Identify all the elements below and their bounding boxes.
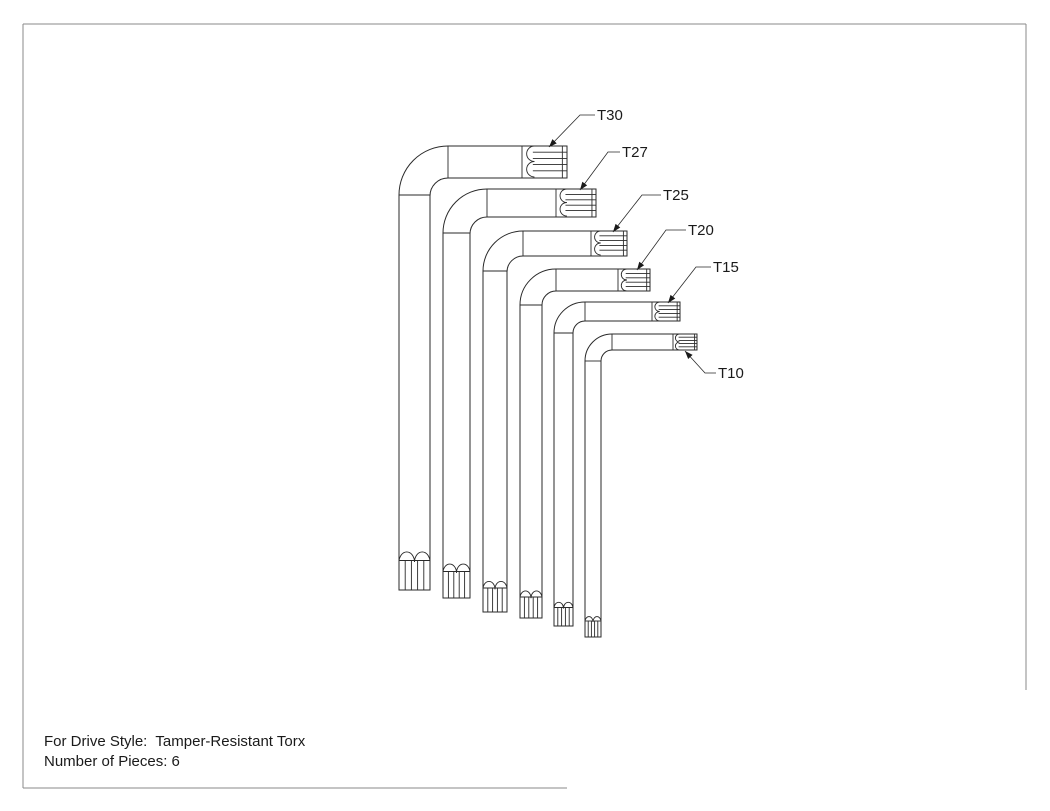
torx-lobe: [563, 601, 574, 609]
hex-key-set: [398, 145, 698, 638]
drawing-frame: [22, 23, 1027, 789]
torx-lobe: [559, 202, 567, 217]
torx-lobe: [526, 161, 535, 178]
hex-key-t20: [519, 268, 651, 619]
callout-arrowhead: [580, 181, 588, 190]
size-label-t15: T15: [713, 259, 739, 276]
torx-lobe: [530, 590, 543, 599]
size-label-t10: T10: [718, 365, 744, 382]
hex-key-body: [584, 333, 698, 638]
long-arm-torx-tip: [584, 616, 602, 637]
long-arm-torx-tip: [398, 551, 431, 590]
short-arm-torx-tip: [590, 230, 627, 256]
hex-key-t25: [482, 230, 628, 613]
torx-lobe: [414, 551, 431, 563]
hex-key-t10: [584, 333, 698, 638]
hex-key-t15: [553, 301, 681, 627]
torx-lobe: [594, 230, 601, 244]
size-label-t27: T27: [622, 144, 648, 161]
torx-lobe: [398, 551, 415, 563]
torx-lobe: [519, 590, 532, 599]
size-label-t25: T25: [663, 187, 689, 204]
torx-lobe: [654, 311, 660, 322]
torx-lobe: [456, 563, 471, 573]
short-arm-torx-tip: [555, 188, 596, 217]
drawing-notes: For Drive Style: Tamper-Resistant Torx N…: [44, 732, 305, 772]
callout-leader-t30: [548, 114, 595, 148]
callout-leader-t15: [667, 266, 711, 304]
torx-lobe: [594, 242, 601, 256]
size-label-t20: T20: [688, 222, 714, 239]
torx-lobe: [442, 563, 457, 573]
torx-lobe: [526, 145, 535, 162]
long-arm-torx-tip: [482, 581, 508, 612]
drive-style-note: For Drive Style: Tamper-Resistant Torx: [44, 733, 306, 750]
torx-lobe: [592, 616, 602, 622]
callout-leader-t10: [684, 350, 716, 374]
hex-key-body: [553, 301, 681, 627]
long-arm-torx-tip: [519, 590, 543, 618]
callout-leader-t25: [612, 194, 661, 233]
size-label-t30: T30: [597, 107, 623, 124]
hex-key-t27: [442, 188, 597, 599]
torx-lobe: [620, 268, 627, 281]
short-arm-torx-tip: [672, 333, 697, 351]
callout-arrowhead: [668, 294, 676, 303]
torx-lobe: [674, 341, 680, 351]
short-arm-torx-tip: [651, 301, 680, 322]
callout-arrowhead: [613, 223, 621, 232]
callout-arrowhead: [637, 261, 645, 270]
callout-leader-t27: [579, 151, 620, 191]
torx-lobe: [494, 581, 508, 590]
short-arm-torx-tip: [617, 268, 650, 292]
torx-lobe: [482, 581, 496, 590]
long-arm-torx-tip: [442, 563, 471, 598]
callout-arrowhead: [549, 139, 557, 147]
hex-key-t30: [398, 145, 568, 591]
long-arm-torx-tip: [553, 601, 574, 626]
callout-arrowhead: [685, 351, 693, 359]
callout-leader-t20: [636, 229, 686, 271]
short-arm-torx-tip: [521, 145, 567, 178]
torx-lobe: [559, 188, 567, 203]
torx-lobe: [620, 279, 627, 292]
pieces-count-note: Number of Pieces: 6: [44, 753, 180, 770]
